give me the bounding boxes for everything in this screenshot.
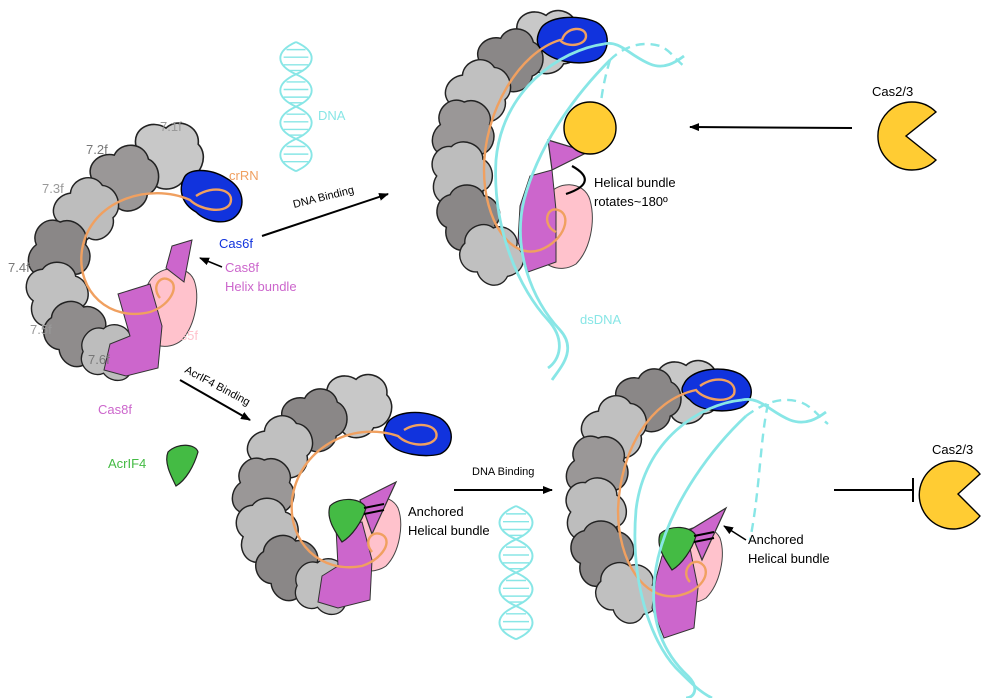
label-anchored-right-1: Anchored: [748, 532, 804, 547]
label-anchored-right-2: Helical bundle: [748, 551, 830, 566]
label-cas23-top: Cas2/3: [872, 84, 913, 99]
label-anchored-mid-1: Anchored: [408, 504, 464, 519]
complex-acrif4-dna-bound: [559, 361, 828, 698]
label-cas23-bottom: Cas2/3: [932, 442, 973, 457]
label-dna-binding-bottom: DNA Binding: [472, 466, 534, 478]
label-helical-rotate-2: rotates~180º: [594, 194, 668, 209]
label-anchored-mid-2: Helical bundle: [408, 523, 490, 538]
label-7-4f: 7.4f: [8, 260, 30, 275]
inhibition-line: [834, 478, 913, 502]
cas23-bound-shape: [564, 102, 616, 154]
label-7-5f: 7.5f: [30, 322, 52, 337]
label-cas6f: Cas6f: [219, 236, 253, 251]
label-7-2f: 7.2f: [86, 142, 108, 157]
label-crrna: crRN: [229, 168, 259, 183]
complex-acrif4-bound: [225, 375, 451, 622]
label-dsdna: dsDNA: [580, 312, 622, 327]
arrow-helix-bundle: [200, 258, 222, 267]
label-dna-binding-top: DNA Binding: [292, 184, 355, 211]
dna-helix-top: [280, 42, 311, 171]
label-7-6f: 7.6f: [88, 352, 110, 367]
cas23-bottom-shape: [919, 461, 980, 529]
label-7-1f: 7.1f: [160, 119, 182, 134]
label-7-3f: 7.3f: [42, 181, 64, 196]
arrow-cas23-recruit: [690, 127, 852, 128]
label-cas8f-helix-2: Helix bundle: [225, 279, 297, 294]
dsdna-tail-b: [746, 400, 828, 424]
cas23-top-shape: [878, 102, 936, 170]
label-cas8f-helix-1: Cas8f: [225, 260, 259, 275]
label-cas8f: Cas8f: [98, 402, 132, 417]
complex-apo: [21, 123, 242, 387]
label-acrif4: AcrIF4: [108, 456, 146, 471]
label-dna: DNA: [318, 108, 346, 123]
dsdna-dashed-loop: [750, 404, 768, 540]
acrif4-free-shape: [167, 445, 198, 486]
dna-helix-bottom: [500, 506, 533, 639]
label-cas5f: Cas5f: [164, 328, 198, 343]
dsdna-tail-a: [742, 399, 826, 422]
arrow-anchored-right: [724, 526, 746, 540]
label-helical-rotate-1: Helical bundle: [594, 175, 676, 190]
